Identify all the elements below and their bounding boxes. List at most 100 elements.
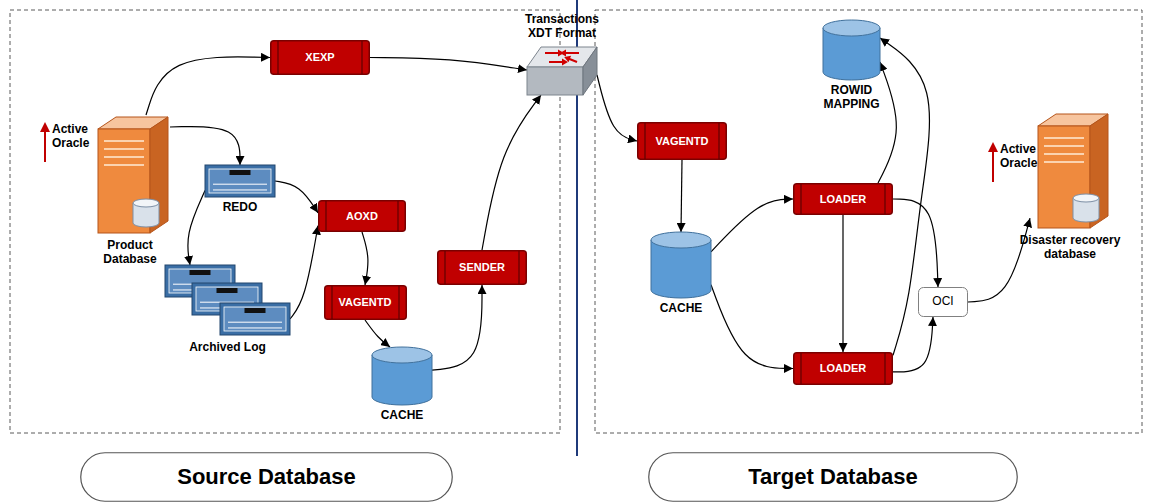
flow-connector [362,232,368,285]
box-outline [794,184,893,215]
flow-connector [365,320,390,347]
box-edge-line [800,353,801,384]
process-box: VAGENTD [324,285,407,320]
flow-connector [170,126,240,165]
process-box: LOADER [793,183,893,215]
node-caption: Product Database [94,239,166,267]
flow-connector [711,285,793,369]
flow-connector [188,191,205,265]
switch-front [527,67,583,95]
redo-log-shape [205,165,275,197]
pill-outline [81,453,453,502]
switch-arrow [564,56,577,62]
log-document [220,303,290,335]
section-pill: Target Database [648,452,1018,502]
pill-outline [649,453,1018,502]
box-edge-line [397,201,398,231]
flow-connector [893,199,938,287]
node-caption: Disaster recovery database [1010,234,1130,262]
node-caption: CACHE [367,409,437,423]
node-label: Source Database [177,464,356,489]
caption-wrap: CACHE [646,302,716,316]
server-slot [104,164,144,166]
flow-connector [597,75,637,141]
node-caption: Archived Log [168,341,288,355]
flow-connector [893,317,933,372]
box-edge-line [331,286,332,319]
flow-connector [968,218,1030,302]
database-server: Disaster recovery database [1030,112,1110,230]
cylinder-top [372,347,432,363]
caption-wrap: ROWID MAPPING [817,84,887,112]
archived-log: Archived Log [165,265,290,337]
caption-wrap: Archived Log [168,341,288,355]
flow-connector [681,160,682,232]
active-arrow [988,142,998,182]
switch-arrow [560,50,579,57]
active-arrow [40,122,50,162]
box-outline [319,201,406,232]
caption-wrap: REDO [205,201,275,215]
cylinder-body [651,240,711,298]
box-outline [794,353,893,385]
node-label: LOADER [820,362,866,375]
flow-connector [432,285,482,370]
cache-cylinder: CACHE [372,347,432,405]
process-box: VAGENTD [637,122,727,160]
network-switch: Transactions XDT Format [527,45,597,95]
flow-connector [842,215,843,352]
node-label: LOADER [820,193,866,206]
box-edge-line [800,184,801,214]
box-outline [271,41,370,75]
flow-connector [482,95,541,250]
status-label: Active Oracle [1000,143,1048,171]
node-label: Target Database [748,464,918,489]
flow-connector [370,58,527,71]
disk-top [133,199,159,207]
server-slot [1044,161,1084,163]
process-box: LOADER [793,352,893,385]
box-edge-line [884,184,885,214]
cache-cylinder-shape [651,232,711,298]
caption-wrap: Disaster recovery database [1010,234,1130,262]
mapping-cylinder: ROWID MAPPING [823,20,880,80]
caption-wrap: CACHE [367,409,437,423]
interface-box: OCI [918,287,968,317]
box-edge-line [518,251,519,284]
section-pill: Source Database [80,452,453,502]
cylinder-top [651,232,711,248]
network-switch-shape [527,45,597,95]
node-label: VAGENTD [339,296,392,309]
node-label: OCI [932,295,953,309]
flow-connector [711,199,793,252]
box-edge-line [884,353,885,384]
database-server: Product Database [90,115,170,235]
disk-top [1073,194,1099,202]
flow-connector [146,57,270,115]
node-label: VAGENTD [656,135,709,148]
switch-arrow [549,59,568,66]
box-outline [638,123,727,160]
server-slot [104,156,144,158]
database-server-shape [1030,112,1110,230]
database-server-shape [90,115,170,235]
target-panel [595,10,1142,433]
status-label: Active Oracle [52,123,100,151]
box-outline [324,286,406,320]
redo-log: REDO [205,165,275,197]
flow-connector [878,62,896,183]
cache-cylinder-shape [372,347,432,405]
box-edge-line [444,251,445,284]
box-outline [919,288,968,317]
box-edge-line [361,41,362,74]
flow-connector [275,181,318,213]
node-caption: Transactions XDT Format [517,13,607,41]
server-slot [104,148,144,150]
archived-log-shape [165,265,290,337]
server-slot [1044,137,1084,139]
box-edge-line [398,286,399,319]
box-edge-line [277,41,278,74]
switch-side [583,47,597,95]
box-outline [438,251,527,285]
node-caption: REDO [205,201,275,215]
